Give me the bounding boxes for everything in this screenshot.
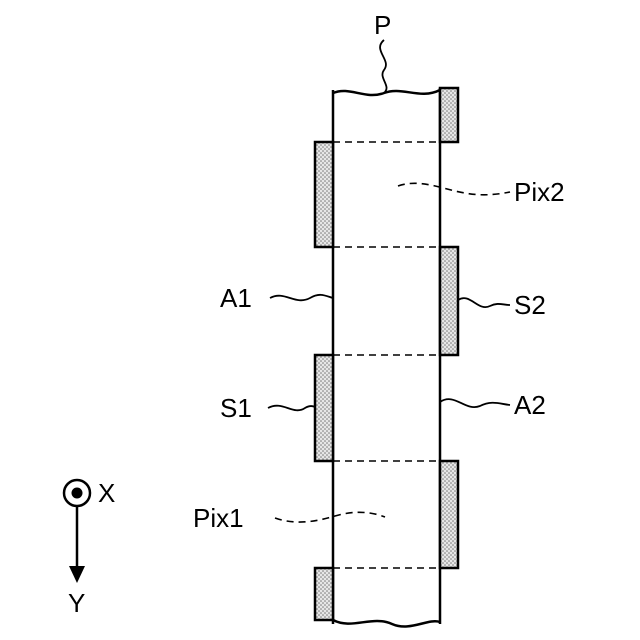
leader-s2 (458, 298, 510, 307)
label-s1: S1 (220, 393, 252, 423)
label-s2: S2 (514, 290, 546, 320)
right-pad (440, 247, 458, 355)
leader-a2 (440, 399, 510, 407)
leader-pix1 (275, 512, 385, 522)
leader-pix2 (398, 183, 510, 195)
label-p: P (374, 10, 391, 40)
label-a1: A1 (220, 283, 252, 313)
right-pad (440, 461, 458, 568)
right-pad (440, 88, 458, 142)
axis-label-x: X (98, 478, 115, 508)
label-pix2: Pix2 (514, 177, 565, 207)
leader-s1 (268, 406, 315, 411)
leader-p (380, 40, 386, 93)
left-pad (315, 568, 333, 620)
leader-a1 (270, 295, 333, 300)
left-pad (315, 355, 333, 461)
label-pix1: Pix1 (193, 503, 244, 533)
out-of-page-arrow-icon (64, 480, 90, 506)
label-a2: A2 (514, 390, 546, 420)
bottom-wavy-edge (333, 620, 440, 627)
axis-label-y: Y (68, 588, 85, 618)
left-pad (315, 142, 333, 247)
down-arrow-icon (69, 506, 85, 583)
